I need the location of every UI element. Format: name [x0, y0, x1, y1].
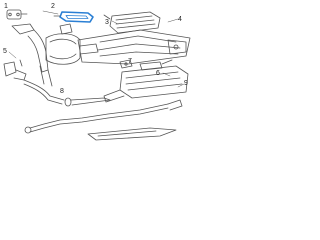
bottom-heat-shield — [87, 127, 177, 141]
part-9-shield — [139, 59, 173, 71]
callout-2: 2 — [51, 3, 55, 10]
part-3-heat-shield — [103, 11, 161, 34]
callout-1: 1 — [4, 3, 8, 10]
underbody-shield — [77, 29, 191, 65]
catalytic-converter — [45, 23, 99, 65]
muffler — [103, 65, 189, 103]
hanger-middle — [119, 59, 133, 69]
hanger-bracket-left — [3, 59, 27, 81]
exhaust-parts-diagram: 1 2 3 4 5 6 7 8 9 — [0, 0, 200, 147]
callout-8: 8 — [60, 88, 64, 95]
rear-pipe — [24, 99, 183, 134]
callout-3: 3 — [105, 19, 109, 26]
callout-9: 9 — [184, 80, 188, 87]
part-2-highlighted-gasket — [53, 11, 94, 23]
callout-5: 5 — [3, 48, 7, 55]
intermediate-pipe — [23, 65, 65, 105]
callout-4: 4 — [178, 16, 182, 23]
part-1-flange — [6, 9, 28, 20]
leader-lines — [8, 10, 185, 88]
callout-7: 7 — [128, 58, 132, 65]
part-5-clamp — [64, 97, 111, 107]
callout-6: 6 — [156, 70, 160, 77]
part-4-front-pipe — [11, 23, 49, 73]
diagram-drawing — [3, 9, 191, 141]
